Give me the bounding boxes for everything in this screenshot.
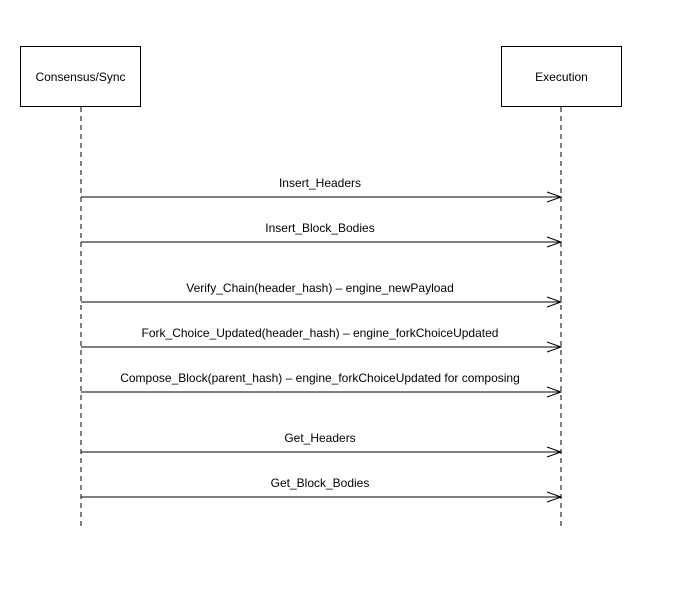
arrowhead-icon xyxy=(546,446,563,458)
message-label: Verify_Chain(header_hash) – engine_newPa… xyxy=(186,281,454,295)
message-arrows xyxy=(81,191,563,503)
message-label: Compose_Block(parent_hash) – engine_fork… xyxy=(120,371,520,385)
participant-label: Execution xyxy=(535,69,588,84)
message-label: Get_Block_Bodies xyxy=(270,476,370,490)
message-label: Fork_Choice_Updated(header_hash) – engin… xyxy=(141,326,499,340)
arrowhead-icon xyxy=(546,341,563,353)
arrowhead-icon xyxy=(546,386,563,398)
arrowhead-icon xyxy=(546,296,563,308)
arrowhead-icon xyxy=(546,236,563,248)
arrowhead-icon xyxy=(546,491,563,503)
participant-consensus-sync: Consensus/Sync xyxy=(20,46,141,107)
participant-label: Consensus/Sync xyxy=(35,69,126,84)
message-label: Insert_Headers xyxy=(278,176,362,190)
message-label: Insert_Block_Bodies xyxy=(265,221,375,235)
message-label: Get_Headers xyxy=(284,431,356,445)
arrowhead-icon xyxy=(546,191,563,203)
participant-execution: Execution xyxy=(501,46,622,107)
